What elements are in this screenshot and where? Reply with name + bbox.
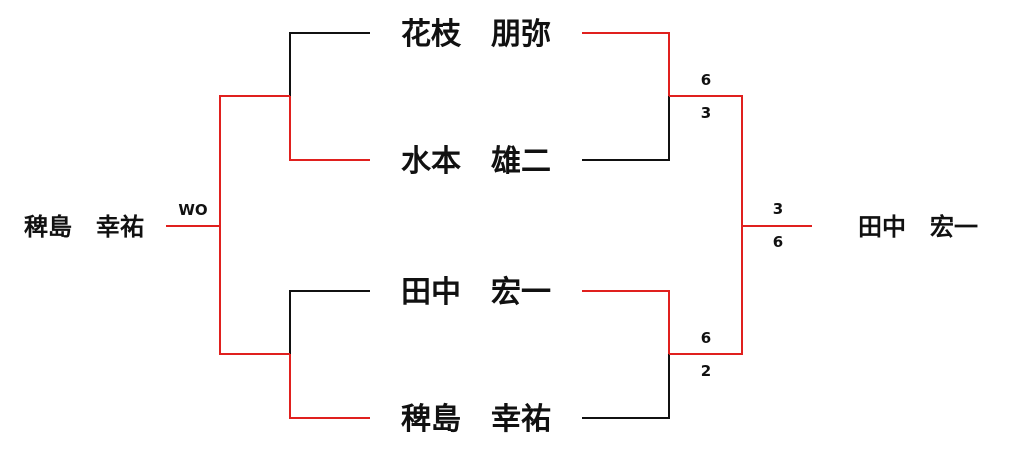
left-line-semi-bottom	[219, 226, 290, 355]
left-line-p1	[289, 32, 370, 96]
right-line-p4	[582, 354, 670, 419]
score-semi-bottom-upper: 6	[701, 329, 711, 347]
left-line-semi-top	[219, 95, 290, 226]
left-winner-name: 稗島 幸祐	[24, 213, 144, 241]
score-final-lower: 6	[773, 233, 783, 251]
right-line-semi-bottom	[669, 226, 743, 355]
right-line-semi-top	[669, 95, 743, 226]
player-name-3: 田中 宏一	[401, 275, 551, 310]
left-line-p3	[289, 290, 370, 354]
left-final-mark: WO	[178, 201, 207, 219]
player-name-1: 花枝 朋弥	[401, 17, 551, 52]
score-final-upper: 3	[773, 200, 783, 218]
right-line-p1	[582, 32, 670, 96]
right-winner-name: 田中 宏一	[858, 213, 978, 241]
score-semi-top-upper: 6	[701, 71, 711, 89]
score-semi-top-lower: 3	[701, 104, 711, 122]
right-line-p2	[582, 96, 670, 161]
right-bracket-lines	[582, 32, 812, 419]
left-line-p2	[289, 96, 370, 161]
score-semi-bottom-lower: 2	[701, 362, 711, 380]
left-bracket-lines	[166, 32, 370, 419]
left-line-p4	[289, 354, 370, 419]
right-line-p3	[582, 290, 670, 354]
player-name-4: 稗島 幸祐	[401, 402, 551, 437]
player-name-2: 水本 雄二	[401, 144, 551, 179]
